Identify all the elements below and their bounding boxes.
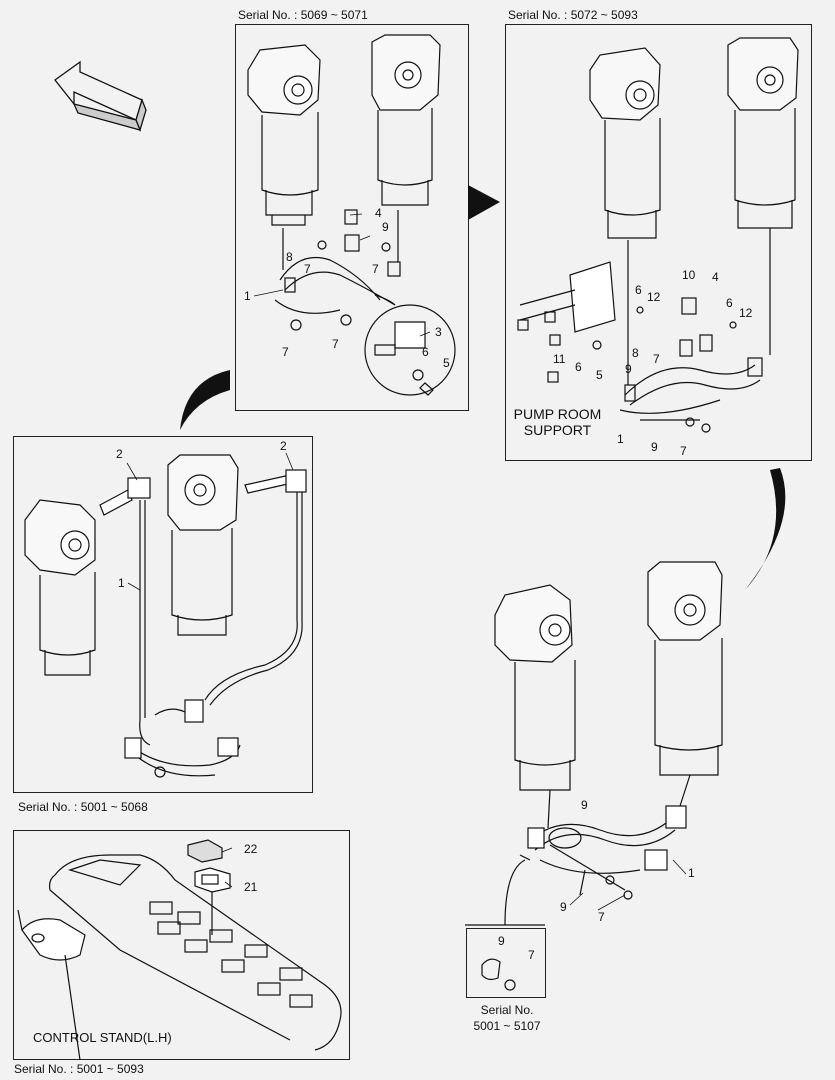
- callout-tl-7d: 7: [332, 337, 339, 351]
- callout-tl-7a: 7: [304, 262, 311, 276]
- callout-tr-4: 4: [712, 270, 719, 284]
- pump-room-label: PUMP ROOM SUPPORT: [500, 406, 615, 438]
- serial-middle-left: Serial No. : 5001 ~ 5068: [18, 800, 148, 814]
- callout-tl-1: 1: [244, 289, 251, 303]
- callout-br-1: 1: [688, 866, 695, 880]
- callout-tr-12b: 12: [739, 306, 753, 320]
- callout-br-7b: 7: [528, 948, 535, 962]
- callout-tr-6c: 6: [575, 360, 582, 374]
- callout-tl-7c: 7: [282, 345, 289, 359]
- serial-inset-line2: 5001 ~ 5107: [473, 1019, 541, 1033]
- callout-tr-9b: 9: [651, 440, 658, 454]
- control-stand: [17, 839, 342, 1061]
- callout-ml-2b: 2: [280, 439, 287, 453]
- callout-tl-9: 9: [382, 220, 389, 234]
- callout-tl-5: 5: [443, 356, 450, 370]
- panel-inset-small: [466, 928, 546, 998]
- serial-inset-small: Serial No. 5001 ~ 5107: [462, 1002, 552, 1034]
- callout-ml-2a: 2: [116, 447, 123, 461]
- callout-tr-5: 5: [596, 368, 603, 382]
- filter-assembly-tr: [517, 37, 799, 433]
- curve-arrow-left-icon: [180, 370, 230, 430]
- callout-tr-6b: 6: [726, 296, 733, 310]
- callout-ml-1: 1: [118, 576, 125, 590]
- callout-tr-12a: 12: [647, 290, 661, 304]
- serial-inset-line1: Serial No.: [480, 1003, 534, 1017]
- callout-br-9a: 9: [581, 798, 588, 812]
- front-arrow-icon: [54, 60, 147, 132]
- right-arrow-icon: [468, 185, 500, 220]
- callout-tr-7a: 7: [653, 352, 660, 366]
- callout-bl-21: 21: [244, 880, 258, 894]
- callout-br-7a: 7: [598, 910, 605, 924]
- panel-bottom-left: [13, 830, 350, 1060]
- filter-assembly-ml: [24, 454, 307, 778]
- callout-br-9c: 9: [498, 934, 505, 948]
- callout-tr-7b: 7: [680, 444, 687, 458]
- callout-tr-11: 11: [553, 352, 566, 366]
- control-stand-label: CONTROL STAND(L.H): [33, 1030, 172, 1045]
- callout-br-9b: 9: [560, 900, 567, 914]
- curve-arrow-right-icon: [745, 468, 786, 590]
- callout-tl-7b: 7: [372, 262, 379, 276]
- filter-assembly-tl: [247, 34, 456, 396]
- panel-top-right: [505, 24, 812, 461]
- callout-tl-6: 6: [422, 345, 429, 359]
- callout-tr-10: 10: [682, 268, 696, 282]
- serial-bottom-left: Serial No. : 5001 ~ 5093: [14, 1062, 144, 1076]
- callout-tl-3: 3: [435, 325, 442, 339]
- callout-bl-22: 22: [244, 842, 258, 856]
- callout-tr-1: 1: [617, 432, 624, 446]
- callout-tl-4: 4: [375, 206, 382, 220]
- serial-top-left: Serial No. : 5069 ~ 5071: [238, 8, 368, 22]
- callout-tr-6a: 6: [635, 283, 642, 297]
- pump-room-line1: PUMP ROOM: [513, 406, 602, 422]
- panel-middle-left: [13, 436, 313, 793]
- callout-tr-8: 8: [632, 346, 639, 360]
- callout-tl-8: 8: [286, 250, 293, 264]
- filter-assembly-br: [465, 561, 723, 991]
- serial-top-right: Serial No. : 5072 ~ 5093: [508, 8, 638, 22]
- pump-room-line2: SUPPORT: [523, 422, 592, 438]
